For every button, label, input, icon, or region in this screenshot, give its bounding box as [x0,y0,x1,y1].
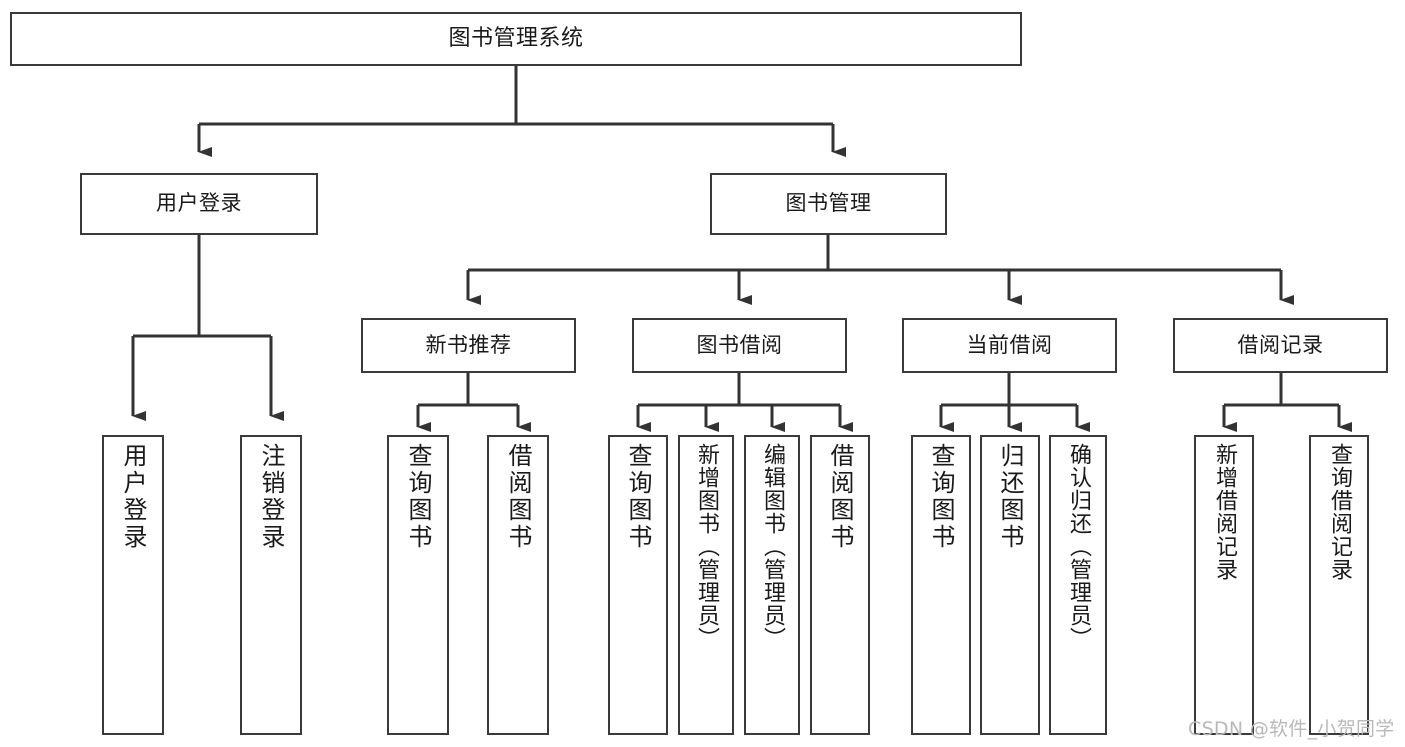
leaf-user-login-logout-label: 注销登录 [257,443,285,551]
leaf-record-query-borrow-record[interactable]: 查询借阅记录 [1309,435,1369,735]
node-user-login-label: 用户登录 [156,191,242,216]
leaf-user-login-login-label: 用户登录 [119,443,147,551]
leaf-record-add-borrow-record[interactable]: 新增借阅记录 [1194,435,1254,735]
leaf-borrow-edit-book-admin[interactable]: 编辑图书（管理员） [744,435,800,735]
leaf-user-login-login[interactable]: 用户登录 [102,435,164,735]
node-current-borrow[interactable]: 当前借阅 [902,318,1117,373]
leaf-borrow-add-book-admin-label: 新增图书（管理员） [694,443,719,650]
node-user-login[interactable]: 用户登录 [80,173,318,235]
leaf-user-login-logout[interactable]: 注销登录 [240,435,302,735]
node-root-system[interactable]: 图书管理系统 [10,12,1022,66]
csdn-watermark: CSDN @软件_小贺同学 [1188,718,1395,740]
leaf-borrow-query-book[interactable]: 查询图书 [608,435,668,735]
leaf-current-confirm-return-admin[interactable]: 确认归还（管理员） [1049,435,1107,735]
leaf-record-add-borrow-record-label: 新增借阅记录 [1212,443,1237,581]
leaf-current-return-book-label: 归还图书 [996,443,1024,551]
leaf-borrow-borrow-book[interactable]: 借阅图书 [810,435,870,735]
leaf-current-query-book[interactable]: 查询图书 [911,435,971,735]
leaf-recommend-borrow-book-label: 借阅图书 [504,443,532,551]
leaf-borrow-query-book-label: 查询图书 [624,443,652,551]
node-book-borrow-label: 图书借阅 [696,332,783,357]
node-book-borrow[interactable]: 图书借阅 [632,318,847,373]
node-current-borrow-label: 当前借阅 [966,332,1053,357]
leaf-current-query-book-label: 查询图书 [927,443,955,551]
leaf-borrow-edit-book-admin-label: 编辑图书（管理员） [760,443,785,650]
node-new-book-recommend[interactable]: 新书推荐 [361,318,576,373]
leaf-borrow-borrow-book-label: 借阅图书 [826,443,854,551]
leaf-current-confirm-return-admin-label: 确认归还（管理员） [1066,443,1091,650]
node-book-management-label: 图书管理 [785,191,872,216]
node-book-management[interactable]: 图书管理 [710,173,947,235]
node-new-book-recommend-label: 新书推荐 [425,332,512,357]
leaf-current-return-book[interactable]: 归还图书 [980,435,1040,735]
leaf-borrow-add-book-admin[interactable]: 新增图书（管理员） [678,435,734,735]
node-root-label: 图书管理系统 [448,26,584,52]
leaf-recommend-borrow-book[interactable]: 借阅图书 [487,435,549,735]
leaf-recommend-query-book-label: 查询图书 [404,443,432,551]
node-borrow-record-label: 借阅记录 [1237,332,1324,357]
node-borrow-record[interactable]: 借阅记录 [1173,318,1388,373]
leaf-record-query-borrow-record-label: 查询借阅记录 [1327,443,1352,581]
leaf-recommend-query-book[interactable]: 查询图书 [387,435,449,735]
